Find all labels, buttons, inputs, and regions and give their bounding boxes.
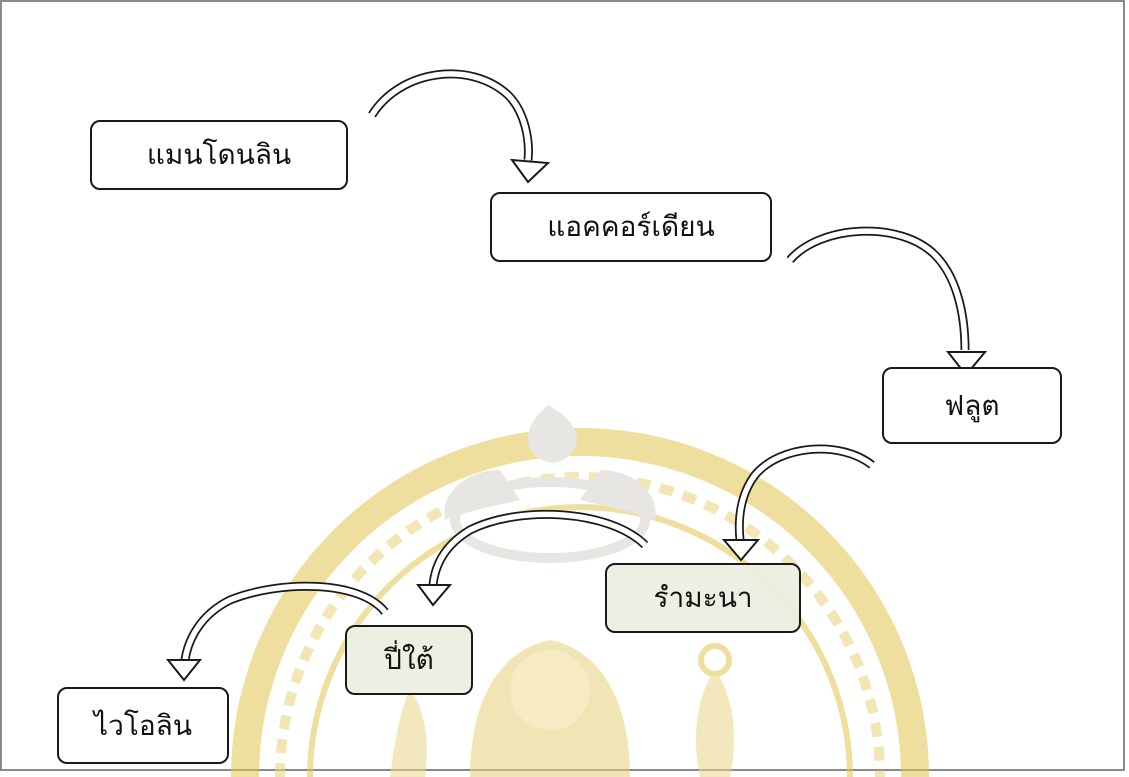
- node-label: รำมะนา: [653, 581, 753, 614]
- node-rammana: รำมะนา: [605, 563, 801, 633]
- node-label: ไวโอลิน: [94, 708, 192, 742]
- arrow-mandolin-to-accordion: [368, 69, 551, 184]
- node-pi-tai: ปี่ใต้: [345, 625, 473, 695]
- node-label: ปี่ใต้: [384, 643, 434, 676]
- arrow-flute-to-rammana: [721, 444, 875, 562]
- node-accordion: แอคคอร์เดียน: [490, 192, 772, 262]
- node-label: แมนโดนลิน: [146, 138, 292, 171]
- arrow-accordion-to-flute: [786, 226, 988, 377]
- node-label: แอคคอร์เดียน: [547, 210, 715, 243]
- node-flute: ฟลูต: [882, 367, 1062, 444]
- node-mandolin: แมนโดนลิน: [90, 120, 348, 190]
- node-label: ฟลูต: [944, 388, 1000, 422]
- node-violin: ไวโอลิน: [57, 687, 229, 764]
- arrow-rammana-to-pi-tai: [416, 509, 649, 607]
- arrow-pi-tai-to-violin: [165, 581, 389, 682]
